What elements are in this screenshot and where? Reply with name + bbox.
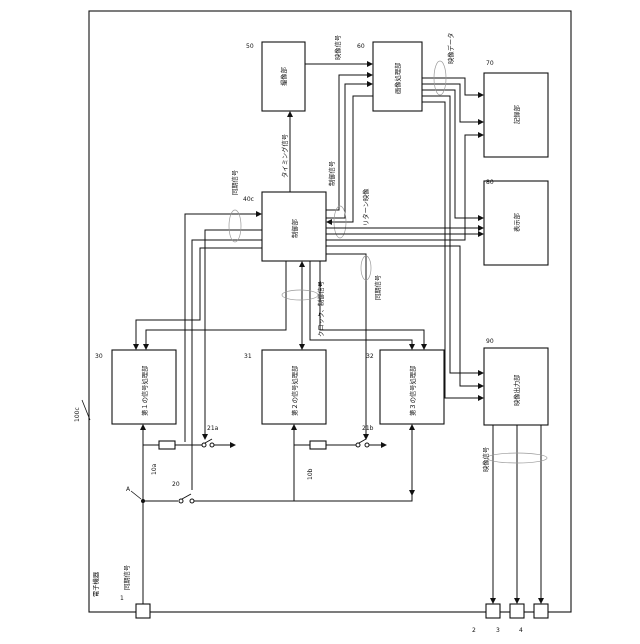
- label-control-signal: 制御信号: [327, 161, 336, 186]
- label-sync-signal-left: 同期信号: [230, 170, 239, 195]
- controller-label: 制御部: [290, 219, 299, 238]
- device-ref: 100c: [74, 407, 81, 422]
- label-sync-signal-right: 同期信号: [373, 275, 382, 300]
- label-timing-signal: タイミング信号: [280, 134, 289, 178]
- sig1-ref: 30: [95, 353, 103, 360]
- resistor-10b-ref: 10b: [307, 468, 314, 480]
- capture-label: 撮像部: [279, 67, 288, 86]
- label-clock-control: クロック、制御信号: [316, 281, 325, 337]
- device-label: 電子機器: [91, 571, 100, 597]
- terminal-2-ref: 2: [472, 627, 476, 634]
- label-video-data: 映像データ: [446, 33, 455, 64]
- label-video-signal-out: 映像信号: [481, 447, 490, 472]
- video-out-label: 映像出力部: [512, 375, 521, 406]
- terminal-4: [534, 604, 548, 618]
- terminal-2: [486, 604, 500, 618]
- video-out-ref: 90: [486, 338, 494, 345]
- label-video-signal-top: 映像信号: [333, 35, 342, 60]
- display-ref: 80: [486, 179, 494, 186]
- resistor-10a: [159, 441, 175, 449]
- terminal-3: [510, 604, 524, 618]
- sig3-ref: 32: [366, 353, 374, 360]
- recorder-label: 記録部: [512, 105, 521, 124]
- sig2-label: 第２の信号処理部: [290, 366, 299, 416]
- sig2-ref: 31: [244, 353, 252, 360]
- switch-21b-ref: 21b: [362, 425, 374, 432]
- image-proc-ref: 60: [357, 43, 365, 50]
- display-label: 表示部: [512, 213, 521, 232]
- label-sync-signal-input: 同期信号: [122, 565, 131, 590]
- terminal-1-ref: 1: [120, 595, 124, 602]
- terminal-1: [136, 604, 150, 618]
- switch-21a-ref: 21a: [207, 425, 219, 432]
- resistor-10a-ref: 10a: [151, 463, 158, 475]
- terminal-3-ref: 3: [496, 627, 500, 634]
- controller-ref: 40c: [243, 196, 254, 203]
- image-proc-label: 画像処理部: [393, 63, 402, 94]
- label-return-video: リターン映像: [361, 188, 370, 226]
- terminal-4-ref: 4: [519, 627, 523, 634]
- recorder-ref: 70: [486, 60, 494, 67]
- capture-ref: 50: [246, 43, 254, 50]
- sig1-label: 第１の信号処理部: [140, 366, 149, 416]
- switch-20-ref: 20: [172, 481, 180, 488]
- resistor-10b: [310, 441, 326, 449]
- sig3-label: 第３の信号処理部: [408, 366, 417, 416]
